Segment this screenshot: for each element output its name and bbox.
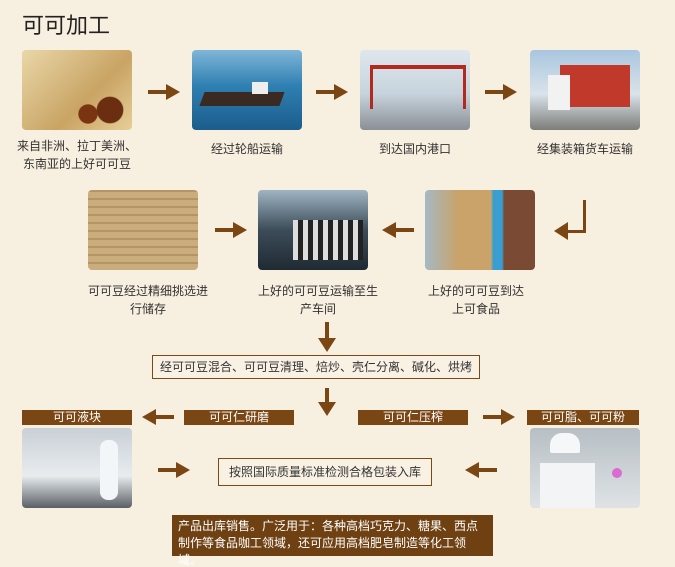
step-caption: 来自非洲、拉丁美洲、东南亚的上好可可豆 (16, 139, 137, 171)
label-pressing: 可可仁压榨 (358, 410, 468, 425)
arrow-right-icon (485, 84, 517, 100)
port-cranes-image (360, 50, 470, 130)
forklift-unloading-image (425, 190, 535, 270)
process-box: 经可可豆混合、可可豆清理、焙炒、壳仁分离、碱化、烘烤 (152, 355, 480, 379)
label-butter-powder: 可可脂、可可粉 (527, 410, 639, 425)
arrow-right-icon (483, 409, 515, 425)
arrow-elbow-left-icon (554, 200, 586, 240)
lab-workers-image (22, 428, 132, 508)
step-caption: 可可豆经过精细挑选进行储存 (88, 284, 209, 316)
final-note: 产品出库销售。广泛用于：各种高档巧克力、糖果、西点制作等食品咖工领域，还可应用高… (172, 515, 493, 567)
cargo-ship-image (192, 50, 302, 130)
arrow-left-icon (382, 222, 414, 238)
step-caption: 上好的可可豆到达上可食品 (428, 284, 525, 316)
arrow-left-icon (142, 409, 174, 425)
lab-technician-image (530, 428, 640, 508)
label-grinding: 可可仁研磨 (184, 410, 294, 425)
inspection-box: 按照国际质量标准检测合格包装入库 (218, 458, 432, 486)
arrow-right-icon (215, 222, 247, 238)
production-workshop-image (258, 190, 368, 270)
step-caption: 上好的可可豆运输至生产车间 (258, 284, 379, 316)
page-title: 可可加工 (22, 14, 111, 39)
arrow-right-icon (148, 84, 180, 100)
arrow-down-icon (318, 388, 336, 416)
step-caption: 经过轮船运输 (210, 142, 283, 156)
step-caption: 经集装箱货车运输 (536, 142, 633, 156)
world-map-cocoa-beans-image (22, 50, 132, 130)
container-truck-image (530, 50, 640, 130)
arrow-right-icon (316, 84, 348, 100)
arrow-down-icon (318, 322, 336, 352)
arrow-left-icon (465, 462, 497, 478)
arrow-right-icon (158, 462, 190, 478)
step-caption: 到达国内港口 (378, 142, 451, 156)
label-cocoa-liquor: 可可液块 (22, 410, 132, 425)
warehouse-sacks-image (88, 190, 198, 270)
